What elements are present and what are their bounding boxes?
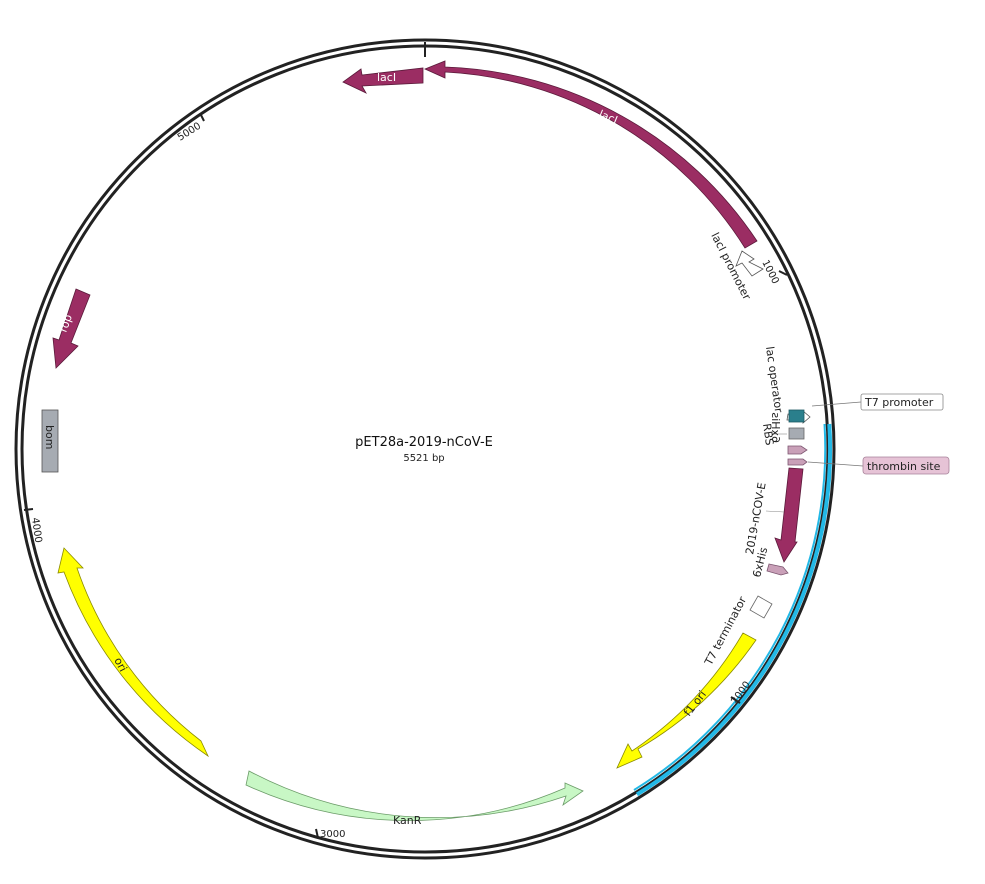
feature-lac-operator-label: lac operator xyxy=(763,346,785,414)
tick-3000: 3000 xyxy=(315,828,345,840)
feature-T7-terminator[interactable] xyxy=(749,595,773,619)
feature-his-tag-n-label: 6xHis xyxy=(769,412,782,443)
feature-bom-label: bom xyxy=(43,425,56,449)
tick-label-5000: 5000 xyxy=(176,121,203,144)
insert-region-highlight xyxy=(635,423,833,797)
thrombin-site-box[interactable] xyxy=(862,456,950,475)
thrombin-leader xyxy=(807,461,864,467)
plasmid-size: 5521 bp xyxy=(403,453,444,464)
feature-ncov-e[interactable] xyxy=(774,467,804,563)
feature-ori[interactable] xyxy=(57,547,209,758)
tick-label-1000: 1000 xyxy=(759,258,780,286)
feature-ncov-e-label: 2019-nCOV-E xyxy=(743,481,768,555)
feature-ori-label: ori xyxy=(111,655,129,674)
feature-thrombin[interactable] xyxy=(787,458,808,466)
thrombin-site-label: thrombin site xyxy=(867,460,941,473)
feature-lacI-promoter[interactable] xyxy=(735,250,764,277)
tick-4000: 4000 xyxy=(23,508,43,544)
feature-rop[interactable] xyxy=(52,288,91,369)
feature-f1-ori[interactable] xyxy=(616,632,757,769)
feature-his-tag-n[interactable] xyxy=(787,445,808,455)
feature-lacI-outer[interactable] xyxy=(342,67,424,94)
T7-promoter-leader xyxy=(811,401,862,407)
backbone-outer-ring xyxy=(14,38,836,860)
feature-bom[interactable] xyxy=(41,409,59,473)
feature-teal-block[interactable] xyxy=(788,409,805,423)
plasmid-name: pET28a-2019-nCoV-E xyxy=(355,435,493,450)
tick-label-3000: 3000 xyxy=(320,829,345,840)
feature-KanR[interactable] xyxy=(245,770,584,822)
feature-lacI-inner[interactable] xyxy=(423,60,758,249)
ncov-e-leader xyxy=(765,510,785,513)
T7-promoter-label: T7 promoter xyxy=(864,396,934,409)
feature-RBS-label: RBS xyxy=(760,423,776,447)
feature-lacI-outer-label: lacI xyxy=(377,71,396,84)
feature-KanR-label: KanR xyxy=(393,814,422,827)
insert-region-highlight-inner xyxy=(633,423,827,791)
feature-RBS[interactable] xyxy=(788,427,805,440)
T7-promoter-box[interactable] xyxy=(860,393,944,411)
tick-label-4000: 4000 xyxy=(29,517,43,544)
feature-his-tag-c[interactable] xyxy=(766,563,789,576)
feature-rop-label: rop xyxy=(57,313,75,334)
feature-lacI-inner-label: lacI xyxy=(597,108,620,127)
